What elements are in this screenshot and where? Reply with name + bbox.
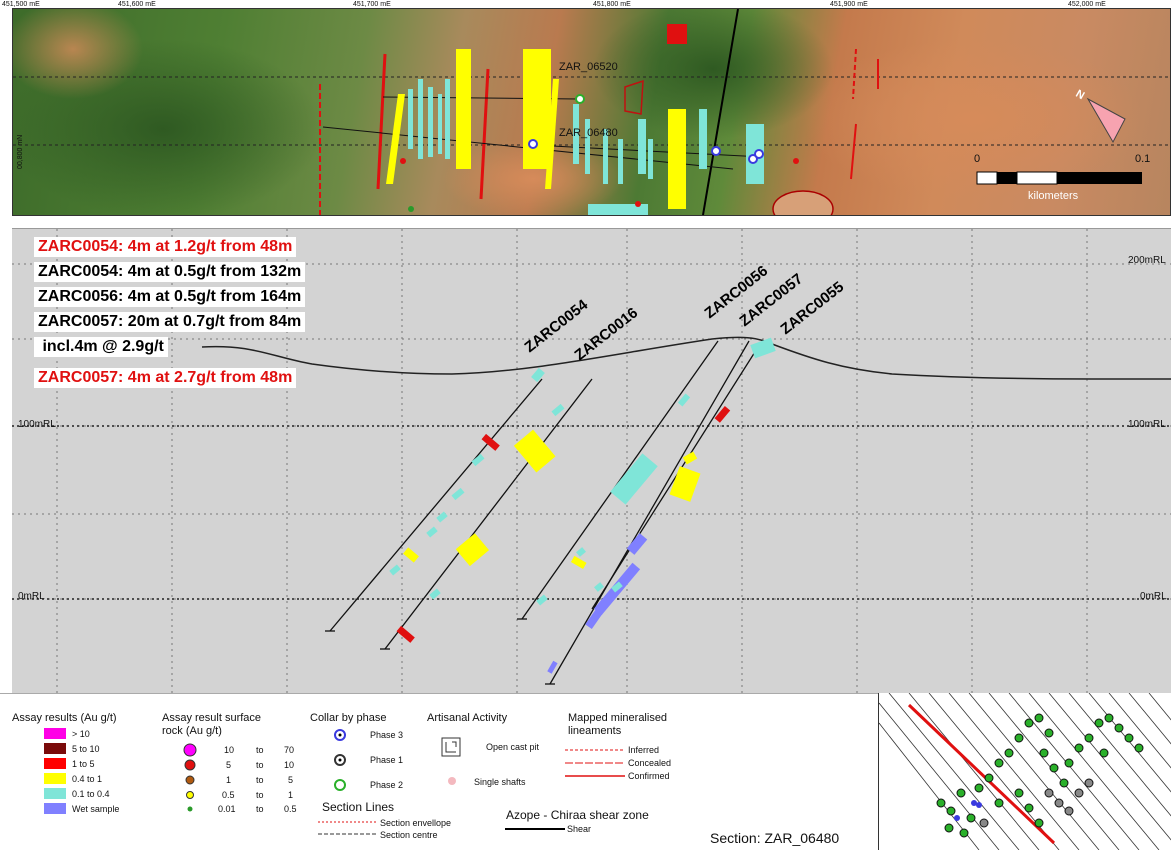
legend-label: 0.01 bbox=[218, 804, 236, 814]
rl-label: 100mRL bbox=[1128, 419, 1166, 430]
plan-map-overlay bbox=[13, 9, 1170, 215]
legend-label: 1 bbox=[288, 790, 294, 800]
legend-label: 0.1 to 0.4 bbox=[72, 789, 110, 799]
legend-label: to bbox=[256, 790, 264, 800]
section-label-lower: ZAR_06480 bbox=[559, 127, 618, 139]
legend-shear-title: Azope - Chiraa shear zone bbox=[506, 808, 649, 822]
easting-tick: 451,500 mE bbox=[2, 1, 40, 8]
legend-label: Inferred bbox=[628, 745, 660, 755]
rl-label: 200mRL bbox=[1128, 255, 1166, 266]
intercept-3: ZARC0056: 4m at 0.5g/t from 164m bbox=[34, 287, 306, 307]
intercept-1: ZARC0054: 4m at 1.2g/t from 48m bbox=[34, 237, 297, 257]
legend-label: 5 bbox=[288, 775, 294, 785]
swatch bbox=[44, 803, 66, 814]
inset-map bbox=[878, 693, 1171, 850]
legend-label: Section centre bbox=[380, 830, 438, 840]
legend-lineament-title: Mapped mineralised bbox=[568, 712, 668, 724]
legend-label: Single shafts bbox=[474, 777, 526, 787]
swatch bbox=[44, 758, 66, 769]
easting-tick: 451,900 mE bbox=[830, 1, 868, 8]
easting-tick: 451,700 mE bbox=[353, 1, 391, 8]
section-label-upper: ZAR_06520 bbox=[559, 61, 618, 73]
legend-label: to bbox=[256, 804, 264, 814]
legend-label: 70 bbox=[284, 745, 295, 755]
swatch bbox=[44, 788, 66, 799]
legend-label: Wet sample bbox=[72, 804, 120, 814]
legend-surface-title: Assay result surface bbox=[162, 712, 262, 724]
plan-map-panel: ZAR_06520 ZAR_06480 00,800 mN 0 0.1 kilo… bbox=[12, 8, 1171, 216]
legend-label: Concealed bbox=[628, 758, 672, 768]
legend-label: 1 bbox=[226, 775, 232, 785]
section-name: Section: ZAR_06480 bbox=[710, 830, 840, 846]
legend-label: to bbox=[256, 745, 264, 755]
legend-label: Phase 2 bbox=[370, 780, 404, 790]
easting-tick: 451,800 mE bbox=[593, 1, 631, 8]
legend-lineament-title: lineaments bbox=[568, 725, 622, 737]
legend-label: 0.4 to 1 bbox=[72, 774, 103, 784]
easting-tick: 451,600 mE bbox=[118, 1, 156, 8]
legend-label: 5 to 10 bbox=[72, 744, 100, 754]
section-line-symbols bbox=[318, 821, 378, 835]
easting-tick: 452,000 mE bbox=[1068, 1, 1106, 8]
legend-label: Section envellope bbox=[380, 818, 452, 828]
scale-unit: kilometers bbox=[1028, 190, 1079, 202]
intercept-4: ZARC0057: 20m at 0.7g/t from 84m bbox=[34, 312, 306, 332]
legend-label: Confirmed bbox=[628, 771, 670, 781]
pit-icon bbox=[441, 737, 461, 785]
legend-label: Shear bbox=[567, 824, 592, 834]
legend-collar-title: Collar by phase bbox=[310, 712, 387, 724]
rl-label: 0mRL bbox=[1140, 591, 1167, 602]
legend-label: 5 bbox=[226, 760, 232, 770]
legend-label: 1 to 5 bbox=[72, 759, 95, 769]
legend-label: Phase 3 bbox=[370, 730, 404, 740]
legend-label: 10 bbox=[284, 760, 295, 770]
inset-map-drawing bbox=[879, 693, 1171, 850]
collar-symbols bbox=[334, 729, 346, 791]
intercept-2: ZARC0054: 4m at 0.5g/t from 132m bbox=[34, 262, 306, 282]
legend-label: > 10 bbox=[72, 729, 90, 739]
rl-label: 100mRL bbox=[18, 419, 56, 430]
scale-end: 0.1 bbox=[1135, 153, 1151, 165]
legend-panel: Assay results (Au g/t) > 10 5 to 10 1 to… bbox=[0, 693, 878, 851]
legend-label: 10 bbox=[224, 745, 235, 755]
scale-start: 0 bbox=[974, 153, 981, 165]
lineament-symbols bbox=[565, 749, 625, 777]
legend-label: 0.5 bbox=[284, 804, 297, 814]
legend-label: to bbox=[256, 760, 264, 770]
legend-section-lines-title: Section Lines bbox=[322, 800, 395, 814]
northing-tick: 00,800 mN bbox=[17, 134, 24, 169]
legend-artisanal-title: Artisanal Activity bbox=[427, 712, 508, 724]
legend-label: Phase 1 bbox=[370, 755, 404, 765]
swatch bbox=[44, 743, 66, 754]
legend-assay-title: Assay results (Au g/t) bbox=[12, 712, 117, 724]
swatch bbox=[44, 773, 66, 784]
easting-tick-row: 451,500 mE 451,600 mE 451,700 mE 451,800… bbox=[0, 0, 1171, 8]
swatch bbox=[44, 728, 66, 739]
legend-label: 0.5 bbox=[222, 790, 235, 800]
legend-surface-title: rock (Au g/t) bbox=[162, 725, 222, 737]
legend-label: Open cast pit bbox=[486, 742, 540, 752]
legend-label: to bbox=[256, 775, 264, 785]
intercept-5: incl.4m @ 2.9g/t bbox=[34, 337, 168, 357]
shear-symbol bbox=[505, 828, 565, 830]
surface-symbols bbox=[183, 743, 197, 812]
rl-label: 0mRL bbox=[18, 591, 45, 602]
intercept-6: ZARC0057: 4m at 2.7g/t from 48m bbox=[34, 368, 297, 388]
cross-section-panel: ZARC0054: 4m at 1.2g/t from 48m ZARC0054… bbox=[12, 228, 1171, 693]
